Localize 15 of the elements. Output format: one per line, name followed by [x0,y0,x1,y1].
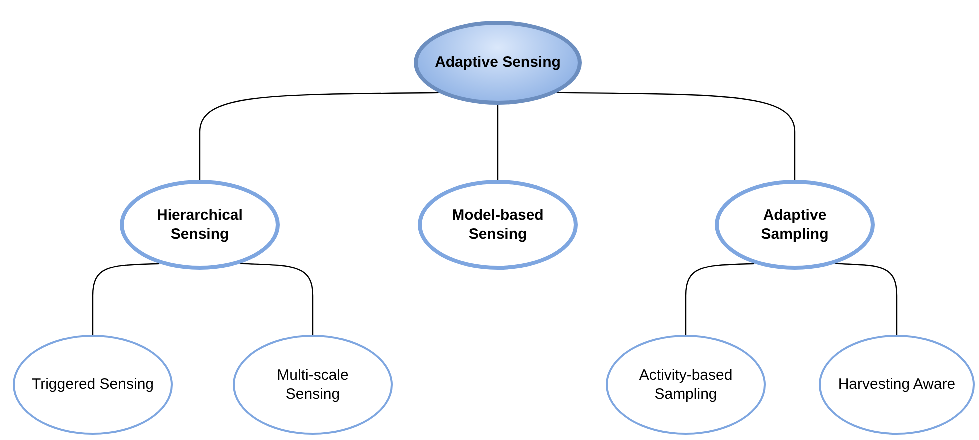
node-label: Harvesting Aware [838,375,956,395]
connector-line [557,92,796,180]
connector-line [240,263,314,335]
node-label: Hierarchical Sensing [156,206,244,244]
connector-line [199,92,439,180]
connector-line [497,105,499,180]
node-label: Triggered Sensing [32,375,154,395]
connector-line [92,263,160,335]
node-label: Model-based Sensing [451,206,545,244]
connector-line [685,263,755,335]
connector-line [835,263,898,335]
node-label: Adaptive Sampling [760,206,830,244]
node-label: Multi-scale Sensing [276,366,350,404]
node-label: Activity-based Sampling [638,366,734,404]
node-label: Adaptive Sensing [435,53,561,73]
